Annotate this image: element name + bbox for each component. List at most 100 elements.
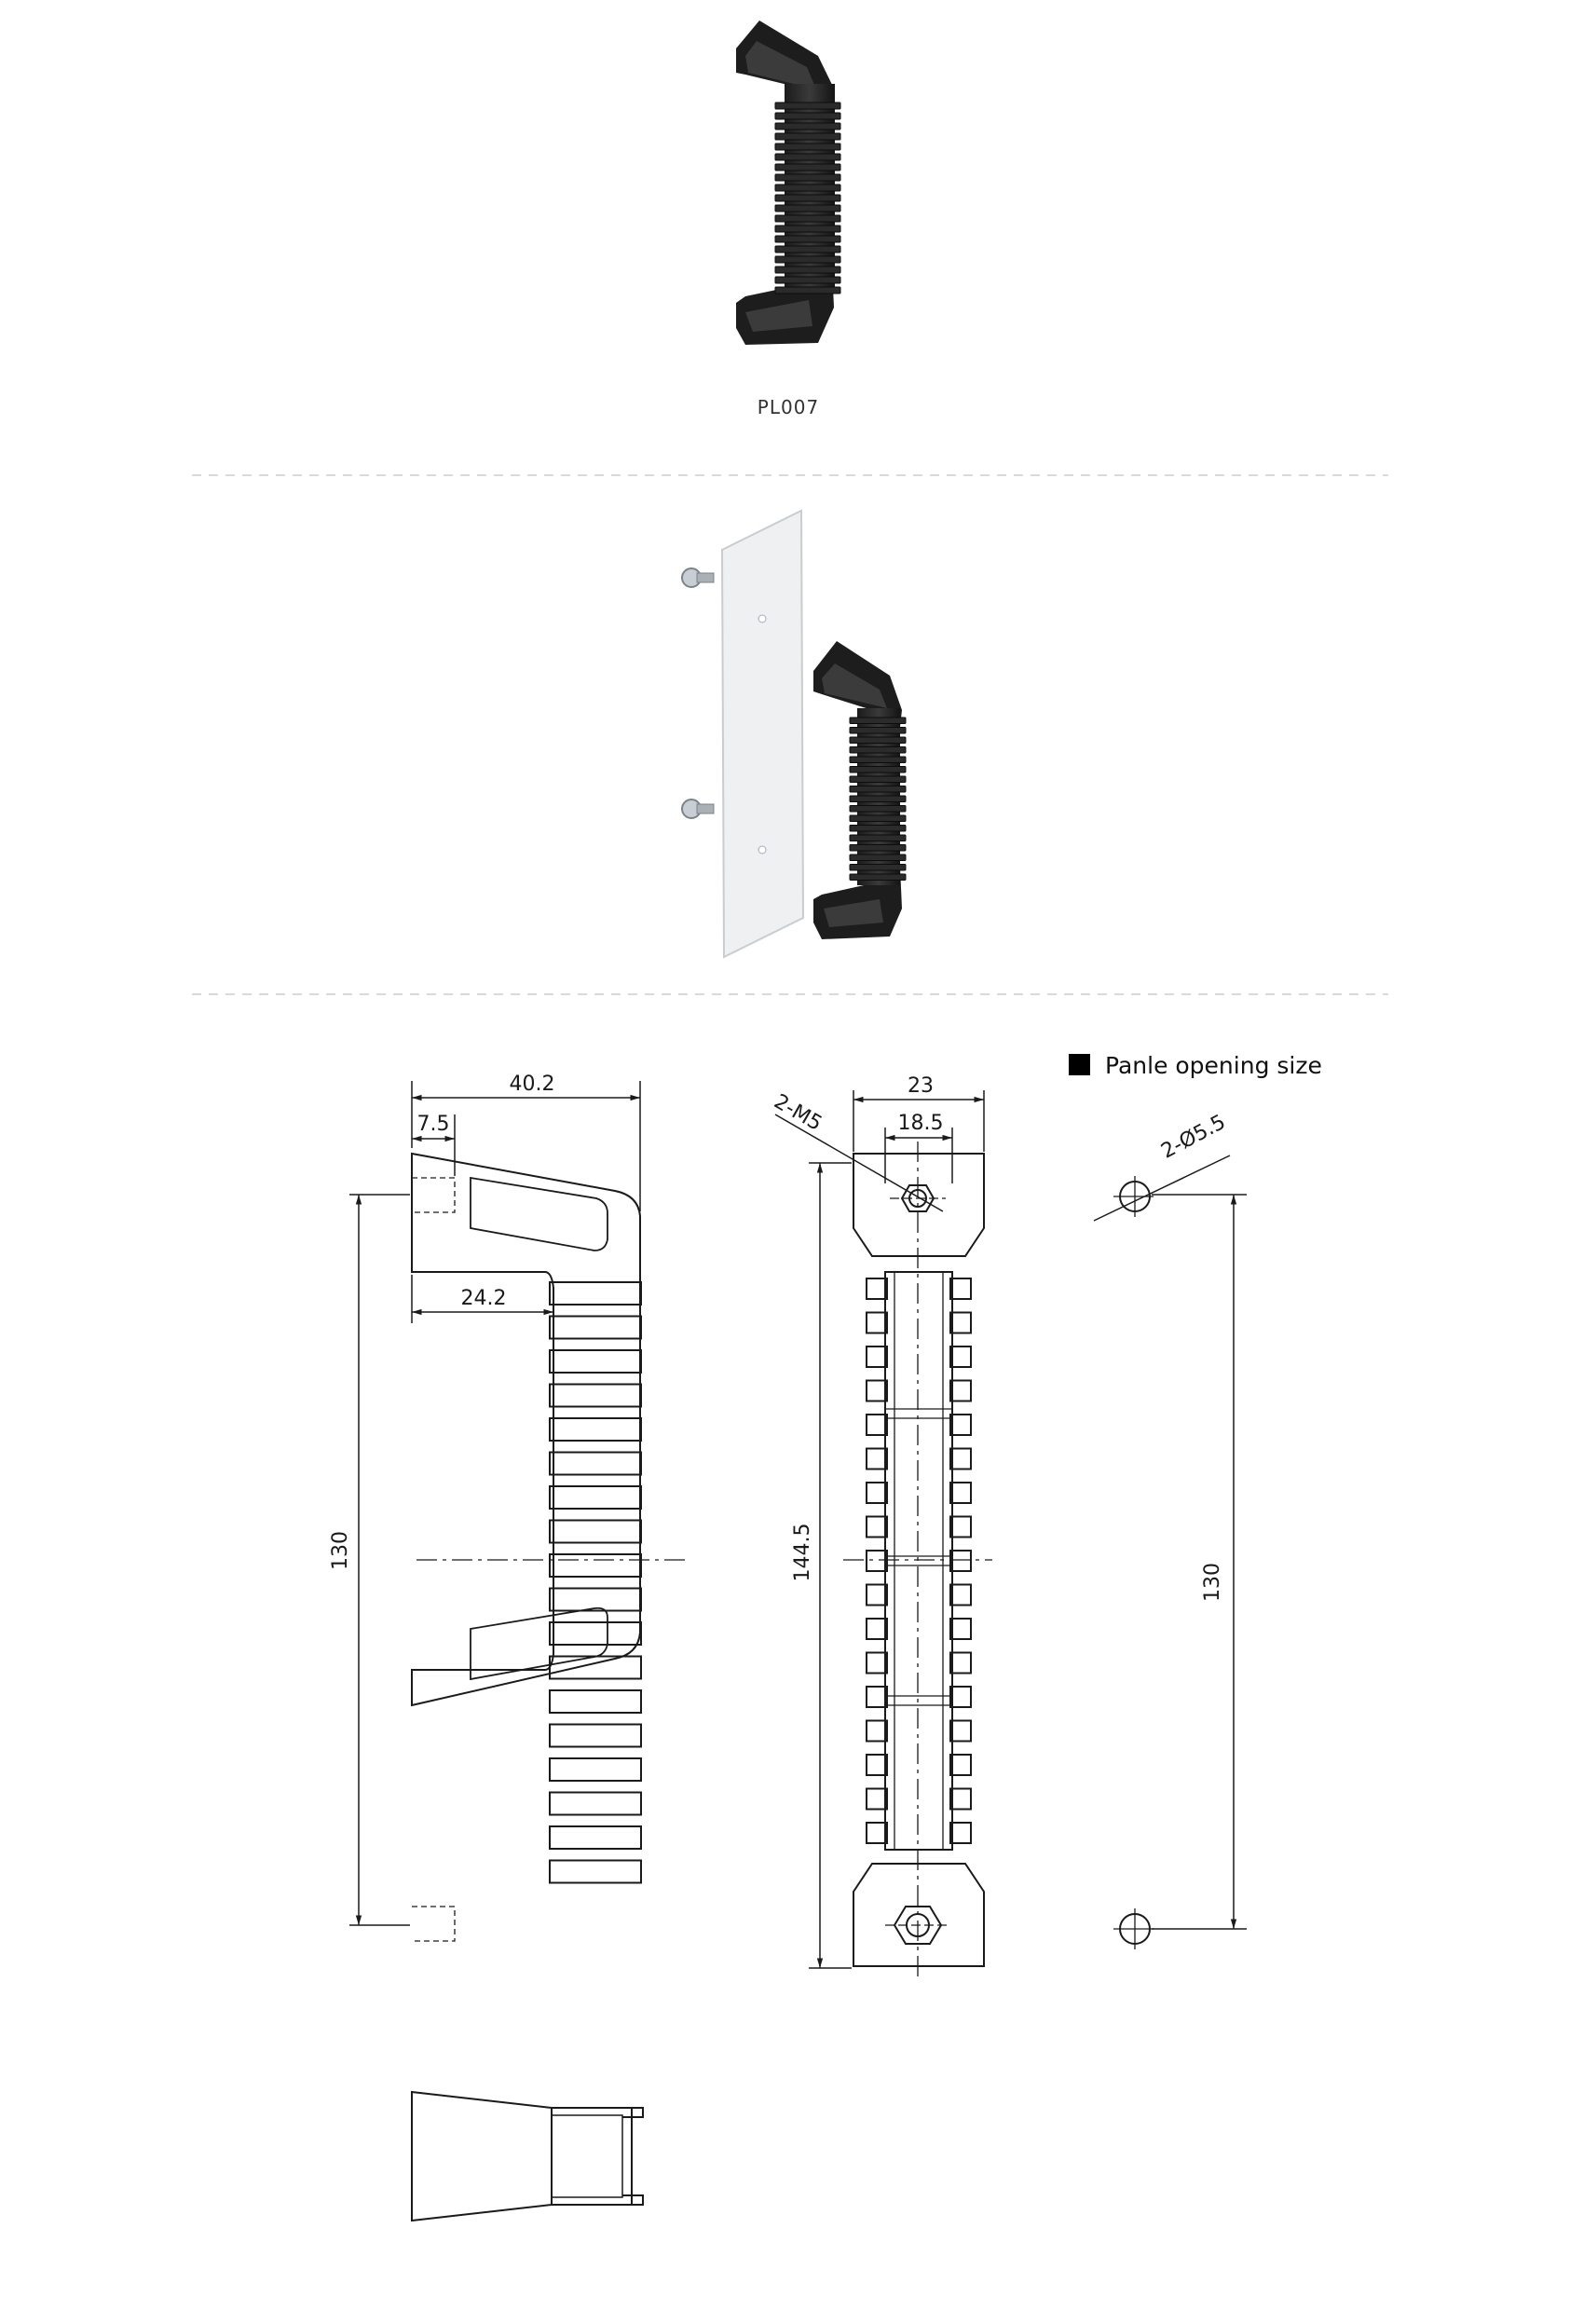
handle-rib [849, 766, 907, 773]
dim-depth: 24.2 [461, 1287, 507, 1310]
handle-rib-outline [949, 1686, 972, 1708]
screw-icon [681, 567, 715, 588]
dim-width-total: 40.2 [510, 1073, 555, 1096]
dim-height: 130 [329, 1531, 352, 1570]
handle-rib-outline [549, 1485, 642, 1510]
handle-rib-outline [549, 1655, 642, 1680]
handle-rib [849, 834, 907, 841]
handle-rib [774, 225, 841, 233]
handle-rib-outline [549, 1587, 642, 1612]
dim-hole: 2-Ø5.5 [1157, 1111, 1229, 1164]
handle-rib [849, 854, 907, 861]
handle-rib-outline [866, 1651, 888, 1675]
screw-icon [681, 799, 715, 819]
dim-offset: 7.5 [417, 1113, 450, 1136]
handle-rib-outline [549, 1349, 642, 1374]
handle-rib [774, 122, 841, 130]
handle-rib [849, 717, 907, 724]
dim-hole-spacing: 130 [1201, 1563, 1224, 1602]
handle-rib-outline [949, 1550, 972, 1572]
front-view-dimensions [774, 1090, 985, 1969]
handle-rib [849, 795, 907, 802]
handle-rib [849, 825, 907, 832]
dim-front-width-inner: 18.5 [898, 1112, 944, 1135]
handle-rib-outline [549, 1723, 642, 1748]
handle-rib-outline [949, 1719, 972, 1743]
handle-rib-outline [866, 1618, 888, 1640]
handle-rib-outline [549, 1825, 642, 1850]
handle-rib [849, 727, 907, 734]
handle-rib-outline [549, 1859, 642, 1884]
handle-rib [774, 266, 841, 274]
handle-rib-outline [549, 1383, 642, 1408]
dim-thread: 2-M5 [770, 1090, 826, 1136]
handle-rib-outline [949, 1787, 972, 1811]
handle-rib [849, 786, 907, 793]
product-code: PL007 [758, 396, 819, 418]
handle-rib-outline [866, 1515, 888, 1538]
dim-front-width-total: 23 [908, 1074, 934, 1098]
handle-rib [774, 143, 841, 151]
handle-rib-outline [949, 1379, 972, 1402]
handle-rib-outline [549, 1791, 642, 1816]
panel-opening-drawing [1093, 1155, 1247, 1949]
handle-rib [774, 245, 841, 253]
handle-rib [849, 756, 907, 763]
handle-rib-outline [866, 1482, 888, 1504]
handle-rib-outline [866, 1414, 888, 1436]
handle-rib-outline [866, 1447, 888, 1470]
handle-rib-outline [949, 1754, 972, 1776]
handle-rib-outline [866, 1686, 888, 1708]
mounting-panel [720, 509, 805, 959]
handle-rib [849, 873, 907, 881]
handle-rib-outline [949, 1618, 972, 1640]
handle-rib [849, 844, 907, 852]
handle-rib-outline [949, 1482, 972, 1504]
handle-rib [849, 746, 907, 754]
handle-rib-outline [866, 1346, 888, 1368]
handle-rib-outline [549, 1689, 642, 1714]
handle-rib-outline [549, 1621, 642, 1646]
product-render-top: PL007 [736, 21, 841, 418]
handle-rib [774, 184, 841, 192]
handle-rib [849, 736, 907, 744]
handle-rib [774, 286, 841, 294]
handle-rib-outline [866, 1754, 888, 1776]
handle-rib-outline [949, 1583, 972, 1606]
handle-rib [774, 112, 841, 120]
handle-rib [849, 775, 907, 783]
handle-rib-outline [549, 1451, 642, 1476]
handle-rib-outline [949, 1515, 972, 1538]
handle-rib-outline [866, 1278, 888, 1300]
handle-rib-outline [549, 1281, 642, 1306]
handle-rib-outline [866, 1311, 888, 1334]
handle-rib-outline [866, 1583, 888, 1606]
handle-rib [774, 214, 841, 223]
legend-square-icon [1069, 1054, 1090, 1075]
handle-rib-outline [549, 1315, 642, 1340]
handle-rib-outline [549, 1519, 642, 1544]
end-view-drawing [411, 2090, 644, 2222]
handle-rib [774, 194, 841, 202]
handle-rib [774, 132, 841, 141]
handle-rib-outline [949, 1278, 972, 1300]
handle-rib [774, 102, 841, 110]
handle-rib-outline [866, 1787, 888, 1811]
mounting-illustration [681, 509, 907, 959]
handle-rib [849, 814, 907, 822]
handle-rib [774, 204, 841, 212]
handle-rib [774, 276, 841, 284]
handle-rib-outline [949, 1651, 972, 1675]
handle-rib-outline [866, 1379, 888, 1402]
handle-rib-outline [549, 1417, 642, 1442]
panel-opening-title: Panle opening size [1105, 1052, 1322, 1079]
handle-rib [774, 173, 841, 182]
handle-rib-outline [949, 1447, 972, 1470]
handle-rib [849, 864, 907, 871]
dim-front-length: 144.5 [791, 1524, 814, 1582]
handle-rib [774, 255, 841, 264]
handle-rib [774, 153, 841, 161]
handle-rib [849, 805, 907, 813]
handle-rib-outline [549, 1757, 642, 1782]
